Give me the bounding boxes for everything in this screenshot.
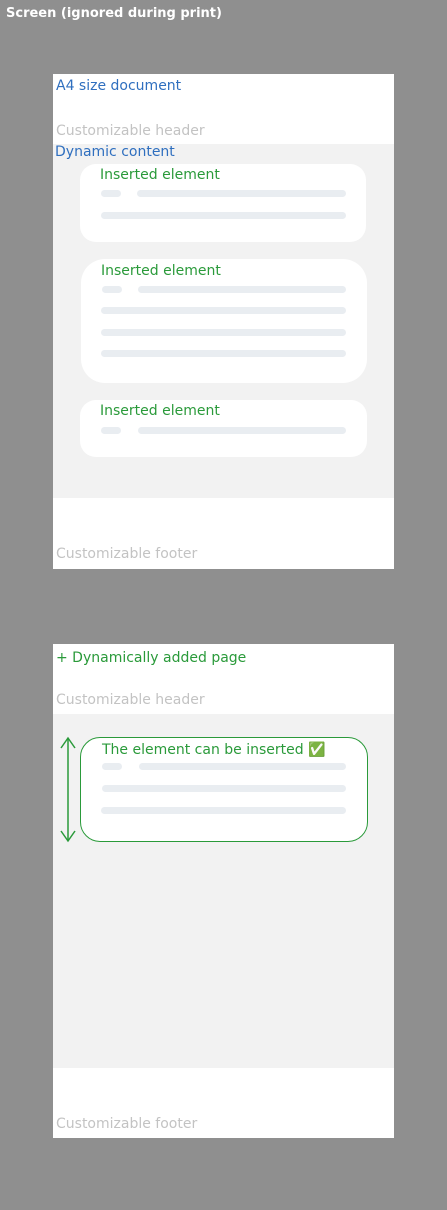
inserted-element-card: The element can be inserted ✅: [80, 737, 368, 842]
card-title: Inserted element: [101, 263, 221, 279]
page-title: A4 size document: [56, 78, 182, 94]
inserted-element-card: Inserted element: [81, 259, 367, 383]
card-title: Inserted element: [100, 403, 220, 419]
a4-page-1: A4 size document Customizable header Dyn…: [53, 74, 394, 569]
skeleton-bar: [101, 427, 121, 434]
skeleton-bar: [138, 427, 346, 434]
card-title: Inserted element: [100, 167, 220, 183]
skeleton-bar: [101, 307, 346, 314]
skeleton-bar: [101, 329, 346, 336]
skeleton-bar: [102, 763, 122, 770]
skeleton-bar: [102, 286, 122, 293]
card-title: The element can be inserted ✅: [102, 742, 326, 758]
skeleton-bar: [102, 785, 346, 792]
skeleton-bar: [101, 350, 346, 357]
skeleton-bar: [139, 763, 346, 770]
skeleton-bar: [137, 190, 346, 197]
dynamic-content-area: Dynamic content Inserted element Inserte…: [53, 144, 394, 498]
inserted-element-card: Inserted element: [80, 400, 367, 457]
page-header: Customizable header: [56, 692, 205, 708]
a4-page-2: + Dynamically added page Customizable he…: [53, 644, 394, 1138]
skeleton-bar: [101, 212, 346, 219]
page-header: Customizable header: [56, 123, 205, 139]
skeleton-bar: [101, 190, 121, 197]
dynamic-content-label: Dynamic content: [55, 144, 175, 160]
page-footer: Customizable footer: [56, 546, 198, 562]
double-arrow-icon: [60, 736, 76, 843]
dynamic-content-area: The element can be inserted ✅: [53, 714, 394, 1068]
skeleton-bar: [138, 286, 346, 293]
screen-label: Screen (ignored during print): [6, 6, 222, 21]
page-footer: Customizable footer: [56, 1116, 198, 1132]
page-title: + Dynamically added page: [56, 650, 247, 666]
skeleton-bar: [101, 807, 346, 814]
inserted-element-card: Inserted element: [80, 164, 366, 242]
